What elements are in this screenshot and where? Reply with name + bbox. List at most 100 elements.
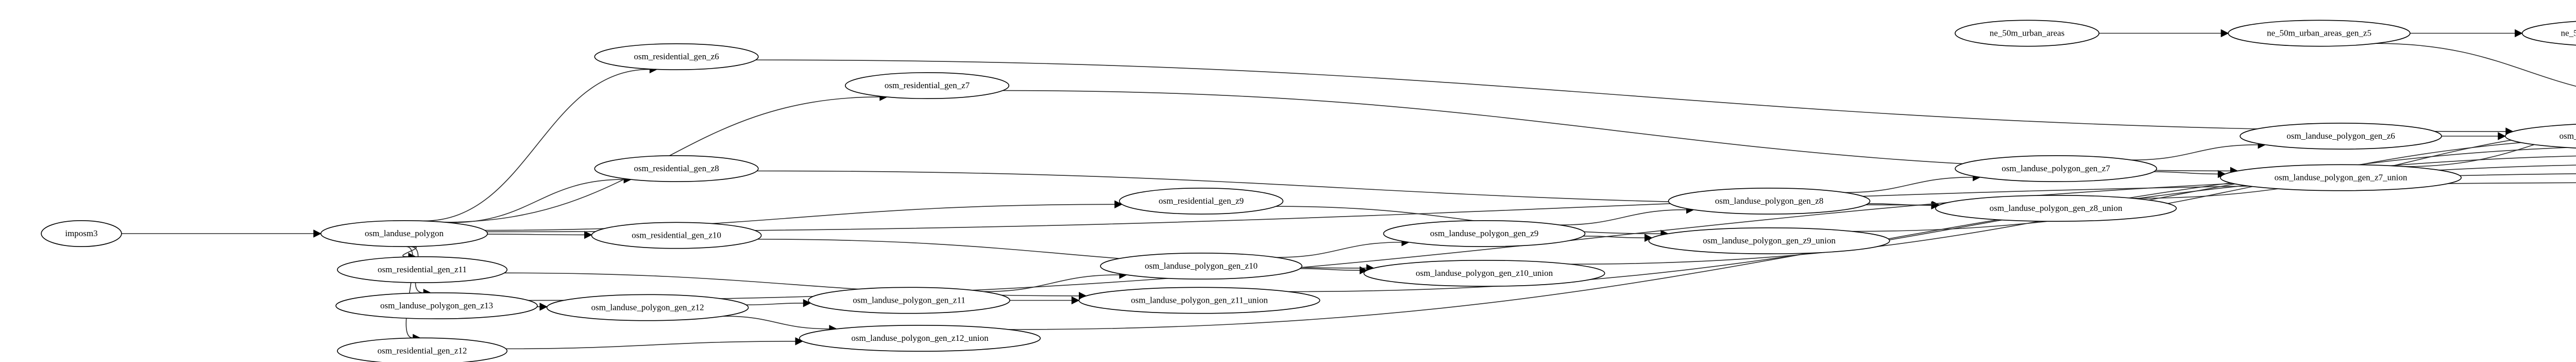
- node-label: osm_landuse_polygon_gen_z13: [380, 301, 493, 310]
- node-shape[interactable]: [335, 292, 538, 319]
- node-shape[interactable]: [546, 294, 749, 321]
- node-label: osm_landuse_polygon: [365, 228, 444, 238]
- node-label: ne_50m_urban_areas: [1990, 28, 2064, 38]
- edge-osm_landuse_polygon-to-osm_residential_gen_z8: [449, 179, 624, 223]
- node-ne_50m_urban_areas[interactable]: ne_50m_urban_areas: [1955, 20, 2099, 47]
- node-shape[interactable]: [2219, 164, 2462, 191]
- node-osm_landuse_polygon_gen_z12_union[interactable]: osm_landuse_polygon_gen_z12_union: [799, 324, 1041, 352]
- edge-osm_landuse_polygon_gen_z11-to-osm_landuse_polygon_gen_z10: [984, 274, 1120, 292]
- node-osm_residential_gen_z9[interactable]: osm_residential_gen_z9: [1118, 187, 1284, 215]
- node-shape[interactable]: [1935, 194, 2177, 222]
- edge-osm_landuse_polygon_gen_z9-to-osm_landuse_polygon_gen_z9_union: [1583, 236, 1645, 239]
- edge-arrowhead: [2515, 29, 2523, 38]
- node-label: osm_landuse_polygon_gen_z10_union: [1416, 268, 1553, 278]
- node-shape[interactable]: [594, 43, 759, 71]
- node-shape[interactable]: [2505, 123, 2576, 149]
- node-shape[interactable]: [1955, 20, 2099, 47]
- edge-osm_landuse_polygon_gen_z12-to-osm_landuse_polygon_gen_z12_union: [723, 316, 829, 330]
- node-label: osm_landuse_polygon_gen_z11: [853, 295, 965, 305]
- edge-osm_landuse_polygon_gen_z10-to-osm_landuse_polygon_gen_z9: [1276, 241, 1402, 258]
- node-osm_landuse_polygon_gen_z9[interactable]: osm_landuse_polygon_gen_z9: [1383, 220, 1586, 247]
- node-label: osm_residential_gen_z7: [885, 80, 970, 90]
- node-osm_landuse_polygon_gen_z7[interactable]: osm_landuse_polygon_gen_z7: [1955, 155, 2157, 182]
- node-shape[interactable]: [337, 256, 507, 283]
- node-osm_landuse_polygon_gen_z7_union[interactable]: osm_landuse_polygon_gen_z7_union: [2219, 164, 2462, 191]
- node-shape[interactable]: [799, 324, 1041, 352]
- node-label: osm_residential_gen_z9: [1159, 196, 1244, 206]
- node-osm_landuse_polygon_gen_z10_union[interactable]: osm_landuse_polygon_gen_z10_union: [1363, 259, 1605, 287]
- node-shape[interactable]: [2521, 20, 2576, 46]
- node-osm_landuse_polygon_gen_z8[interactable]: osm_landuse_polygon_gen_z8: [1668, 187, 1871, 215]
- node-osm_residential_gen_z6[interactable]: osm_residential_gen_z6: [594, 43, 759, 71]
- node-label: osm_residential_gen_z8: [634, 163, 719, 173]
- node-osm_landuse_polygon_gen_z10[interactable]: osm_landuse_polygon_gen_z10: [1100, 252, 1302, 279]
- node-shape[interactable]: [1100, 252, 1302, 279]
- node-shape[interactable]: [320, 220, 488, 247]
- node-osm_residential_gen_z8[interactable]: osm_residential_gen_z8: [594, 155, 759, 182]
- node-label: ne_50m_urban_areas_gen_z5: [2267, 28, 2371, 38]
- edge-osm_landuse_polygon-to-osm_residential_gen_z9: [484, 204, 1115, 231]
- node-shape[interactable]: [41, 220, 122, 247]
- node-label: osm_residential_gen_z11: [378, 265, 467, 274]
- node-label: imposm3: [65, 228, 97, 238]
- edge-arrowhead: [1114, 200, 1123, 209]
- edge-arrowhead: [2498, 132, 2506, 140]
- node-shape[interactable]: [1118, 187, 1284, 215]
- node-shape[interactable]: [808, 287, 1010, 314]
- edge-arrowhead: [2221, 29, 2229, 38]
- node-shape[interactable]: [1078, 287, 1320, 314]
- node-ne_50m_urban_areas_gen_z5[interactable]: ne_50m_urban_areas_gen_z5: [2228, 20, 2411, 47]
- node-osm_landuse_polygon_gen_z12[interactable]: osm_landuse_polygon_gen_z12: [546, 294, 749, 321]
- node-shape[interactable]: [2228, 20, 2411, 47]
- edge-arrowhead: [539, 303, 548, 311]
- node-osm_landuse_polygon_gen_z8_union[interactable]: osm_landuse_polygon_gen_z8_union: [1935, 194, 2177, 222]
- edge-osm_landuse_polygon-to-osm_residential_gen_z6: [423, 69, 650, 222]
- node-label: osm_residential_gen_z12: [378, 345, 467, 355]
- node-shape[interactable]: [1668, 187, 1871, 215]
- node-imposm3[interactable]: imposm3: [41, 220, 122, 247]
- edge-arrowhead: [584, 231, 592, 239]
- node-shape[interactable]: [1955, 155, 2157, 182]
- edge-osm_landuse_polygon_gen_z7-to-osm_landuse_polygon_gen_z7_union: [2154, 171, 2218, 175]
- node-shape[interactable]: [844, 72, 1010, 100]
- node-osm_landuse_polygon_gen_z13[interactable]: osm_landuse_polygon_gen_z13: [335, 292, 538, 319]
- node-osm_landuse_polygon_gen_z6[interactable]: osm_landuse_polygon_gen_z6: [2240, 123, 2442, 150]
- node-osm_residential_gen_z7[interactable]: osm_residential_gen_z7: [844, 72, 1010, 100]
- node-label: osm_landuse_polygon_gen_z11_union: [1131, 295, 1268, 305]
- node-osm_residential_gen_z10[interactable]: osm_residential_gen_z10: [591, 222, 762, 249]
- node-label: osm_landuse_polygon_gen_z9_union: [1703, 236, 1836, 245]
- node-shape[interactable]: [2240, 123, 2442, 150]
- node-shape[interactable]: [337, 337, 507, 362]
- node-shape[interactable]: [1383, 220, 1586, 247]
- edge-osm_landuse_polygon_gen_z7-to-osm_landuse_polygon_gen_z6: [2131, 144, 2259, 161]
- node-shape[interactable]: [1363, 259, 1605, 287]
- edge-osm_landuse_polygon_gen_z9-to-osm_landuse_polygon_gen_z8: [1560, 209, 1687, 226]
- edge-osm_residential_gen_z12-to-osm_landuse_polygon_gen_z12_union: [505, 340, 795, 350]
- node-osm_landuse_polygon_gen_z11[interactable]: osm_landuse_polygon_gen_z11: [808, 287, 1010, 314]
- edge-osm_residential_gen_z11-to-osm_landuse_polygon_gen_z11_union: [504, 272, 1079, 297]
- node-label: osm_landuse_polygon_gen_z9: [1430, 228, 1539, 238]
- edge-osm_landuse_polygon-to-osm_residential_gen_z10: [487, 234, 585, 236]
- node-shape[interactable]: [1648, 227, 1890, 254]
- node-label: osm_landuse_polygon_gen_z12: [591, 302, 704, 312]
- node-label: ne_50m_urban_areas_gen_z4: [2561, 28, 2576, 38]
- node-osm_residential_gen_z12[interactable]: osm_residential_gen_z12: [337, 337, 507, 362]
- node-osm_landuse_polygon_gen_z6_union[interactable]: osm_landuse_polygon_gen_z6_union: [2505, 123, 2576, 149]
- node-osm_landuse_polygon_gen_z9_union[interactable]: osm_landuse_polygon_gen_z9_union: [1648, 227, 1890, 254]
- edge-osm_landuse_polygon_gen_z12-to-osm_landuse_polygon_gen_z11: [746, 302, 804, 306]
- node-ne_50m_urban_areas_gen_z4[interactable]: ne_50m_urban_areas_gen_z4: [2521, 20, 2576, 46]
- edge-osm_landuse_polygon-to-osm_residential_gen_z11: [402, 246, 417, 257]
- node-osm_landuse_polygon_gen_z11_union[interactable]: osm_landuse_polygon_gen_z11_union: [1078, 287, 1320, 314]
- edge-osm_landuse_polygon-to-osm_residential_gen_z12: [405, 246, 414, 339]
- node-osm_residential_gen_z11[interactable]: osm_residential_gen_z11: [337, 256, 507, 283]
- edge-osm_landuse_polygon_gen_z10-to-osm_landuse_polygon_gen_z10_union: [1300, 268, 1360, 271]
- node-label: osm_landuse_polygon_gen_z7: [2002, 163, 2110, 173]
- node-label: osm_landuse_polygon_gen_z10: [1145, 261, 1258, 271]
- node-shape[interactable]: [594, 155, 759, 182]
- node-label: osm_landuse_polygon_gen_z8: [1715, 196, 1824, 206]
- node-osm_landuse_polygon[interactable]: osm_landuse_polygon: [320, 220, 488, 247]
- node-shape[interactable]: [591, 222, 762, 249]
- edge-osm_residential_gen_z9-to-osm_landuse_polygon_gen_z9_union: [1276, 206, 1661, 235]
